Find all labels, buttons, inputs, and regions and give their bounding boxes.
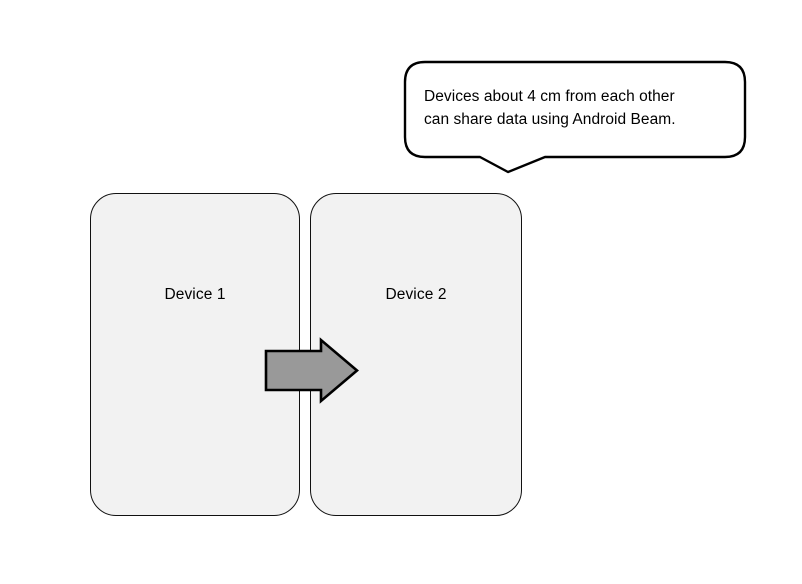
device-1-label: Device 1	[164, 286, 226, 303]
callout-line-1: Devices about 4 cm from each other	[424, 88, 675, 105]
callout-balloon-path	[403, 60, 747, 174]
callout-text-block: Devices about 4 cm from each other can s…	[424, 85, 740, 131]
callout-line-2: can share data using Android Beam.	[424, 111, 676, 128]
device-2-label: Device 2	[385, 286, 447, 303]
